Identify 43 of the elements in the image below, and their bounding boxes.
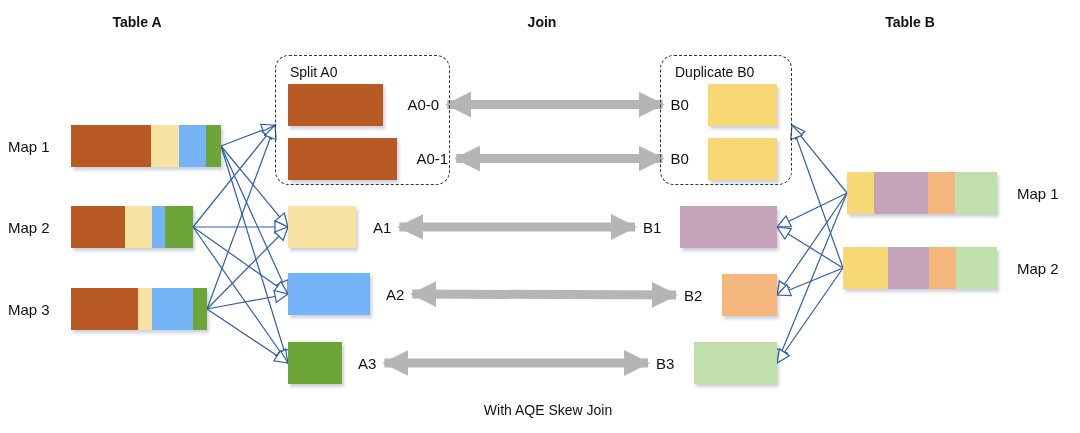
column-heading: Join <box>527 14 557 30</box>
bar-label: Map 1 <box>8 137 51 155</box>
double-arrow <box>445 91 665 118</box>
arrow <box>206 226 289 310</box>
bar-label: Map 2 <box>1017 259 1059 277</box>
dashed-group-box <box>660 55 792 185</box>
column-heading: Table A <box>112 14 162 30</box>
bar-label: Map 1 <box>1017 184 1059 202</box>
arrow <box>776 267 844 364</box>
arrow <box>220 145 289 228</box>
bar-label: B0 <box>670 96 690 113</box>
arrow <box>192 220 289 234</box>
arrow <box>776 192 848 228</box>
double-arrow <box>397 214 637 240</box>
column-heading: Table B <box>885 14 935 30</box>
dashed-group-box <box>275 55 450 185</box>
caption: With AQE Skew Join <box>483 402 613 418</box>
bar-label: A0-0 <box>407 96 440 113</box>
double-arrow <box>382 350 650 376</box>
bar-label: Map 3 <box>8 300 51 318</box>
arrow <box>192 226 289 295</box>
arrow <box>206 289 289 310</box>
arrow <box>206 308 289 364</box>
arrow <box>790 124 844 269</box>
bar-label: A0-1 <box>416 150 449 167</box>
bar-label: A2 <box>386 285 405 303</box>
group-title: Split A0 <box>290 64 338 80</box>
bar-label: Map 2 <box>8 218 51 236</box>
bar-label: B1 <box>643 218 663 236</box>
arrow <box>776 226 844 269</box>
bar-label: B0 <box>670 150 690 167</box>
double-arrow <box>410 281 678 308</box>
bar-label: B3 <box>656 354 676 372</box>
group-title: Duplicate B0 <box>675 64 755 80</box>
arrow <box>206 124 277 310</box>
arrow <box>791 124 848 194</box>
double-arrow <box>454 145 665 172</box>
bar-label: A3 <box>358 354 377 372</box>
arrow <box>192 124 276 228</box>
bar-label: B2 <box>684 286 704 304</box>
arrow <box>776 267 844 297</box>
arrow <box>220 123 276 147</box>
bar-label: A1 <box>373 218 392 236</box>
